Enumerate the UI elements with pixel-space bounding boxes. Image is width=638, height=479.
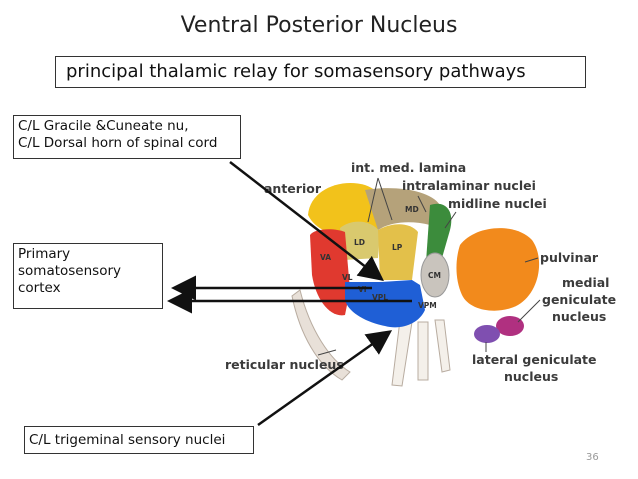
label-lateral-geniculate-1: lateral geniculate xyxy=(472,352,597,367)
label-midline: midline nuclei xyxy=(448,196,547,211)
label-medial-geniculate-2: geniculate xyxy=(542,292,616,307)
trigeminal-to-vpm-arrow xyxy=(257,330,393,427)
label-lateral-geniculate-2: nucleus xyxy=(504,369,558,384)
tract-shape xyxy=(391,319,451,387)
pulvinar-shape xyxy=(456,228,540,311)
nuc-ld: LD xyxy=(354,238,365,247)
trigeminal-box: C/L trigeminal sensory nuclei xyxy=(24,426,254,454)
cortex-line-3: cortex xyxy=(18,280,61,296)
medial-geniculate-shape xyxy=(496,316,524,336)
cortex-line-2: somatosensory xyxy=(18,263,121,279)
cortex-box: Primary somatosensory cortex xyxy=(13,243,163,309)
label-int-med-lamina: int. med. lamina xyxy=(351,160,466,175)
nuc-vpm: VPM xyxy=(418,301,437,310)
spinal-input-box: C/L Gracile &Cuneate nu, C/L Dorsal horn… xyxy=(13,115,241,159)
leader-lines xyxy=(317,177,541,356)
nuc-lp: LP xyxy=(392,243,403,252)
nuc-va: VA xyxy=(320,253,331,262)
label-intralaminar: intralaminar nuclei xyxy=(402,178,536,193)
midline-nuclei-shape xyxy=(426,203,452,265)
va-vl-shape xyxy=(310,229,350,316)
vpl-vpm-shape xyxy=(345,280,425,328)
ld-shape xyxy=(340,221,380,260)
subtitle-box: principal thalamic relay for somasensory… xyxy=(55,56,586,88)
nuc-md: MD xyxy=(405,205,419,214)
lateral-geniculate-shape xyxy=(474,325,500,343)
cortex-line-1: Primary xyxy=(18,246,71,262)
nuc-cm: CM xyxy=(428,271,441,280)
medial-dorsal-shape xyxy=(365,188,440,230)
anterior-nucleus-shape xyxy=(308,183,386,236)
nuc-vpl: VPL xyxy=(372,293,388,302)
lp-shape xyxy=(378,224,418,280)
nuc-vl: VL xyxy=(342,273,353,282)
nuc-vi: VI xyxy=(358,285,367,294)
label-pulvinar: pulvinar xyxy=(540,250,599,265)
slide-number: 36 xyxy=(586,452,599,463)
cm-shape xyxy=(420,252,450,298)
spinal-input-line-2: C/L Dorsal horn of spinal cord xyxy=(18,135,218,151)
reticular-nucleus-shape xyxy=(291,289,351,381)
spinal-to-vpl-arrow xyxy=(229,161,384,282)
label-medial-geniculate-1: medial xyxy=(562,275,609,290)
label-anterior: anterior xyxy=(264,181,322,196)
slide-title: Ventral Posterior Nucleus xyxy=(180,13,458,38)
label-reticular: reticular nucleus xyxy=(225,357,344,372)
spinal-input-line-1: C/L Gracile &Cuneate nu, xyxy=(18,118,189,134)
label-medial-geniculate-3: nucleus xyxy=(552,309,606,324)
